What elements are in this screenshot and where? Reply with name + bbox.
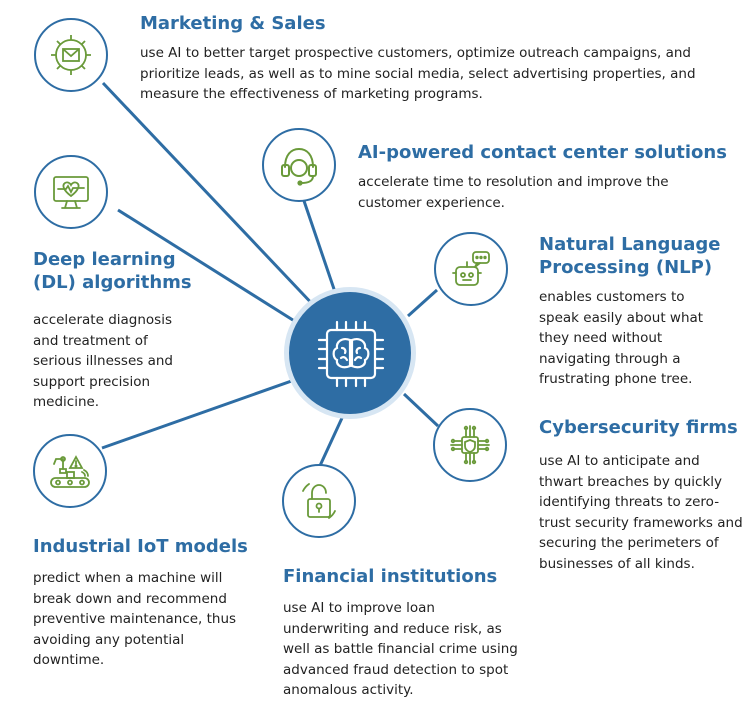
deep-learning-title-line: Deep learning <box>33 249 176 270</box>
deep-learning-line: accelerate diagnosis <box>33 312 172 328</box>
marketing-line: measure the effectiveness of marketing p… <box>140 86 483 102</box>
nlp-line: speak easily about what <box>539 309 704 326</box>
cybersecurity-line: securing the perimeters of <box>539 535 719 551</box>
marketing-description: use AI to better target prospective cust… <box>140 43 696 105</box>
marketing-line: prioritize leads, as well as to mine soc… <box>140 65 696 82</box>
industrial-iot-line: break down and recommend <box>33 590 227 607</box>
heart-monitor-icon <box>53 176 89 209</box>
marketing-line: use AI to better target prospective cust… <box>140 45 691 61</box>
industrial-iot-line: predict when a machine will <box>33 570 223 586</box>
cybersecurity-line: identifying threats to zero- <box>539 494 720 510</box>
contact-center-line: customer experience. <box>358 194 505 211</box>
node-deep-learning <box>34 155 108 229</box>
nlp-line: enables customers to <box>539 289 685 305</box>
connector-nlp <box>406 288 439 318</box>
deep-learning-line: and treatment of <box>33 332 148 349</box>
cybersecurity-line: trust security frameworks and <box>539 514 743 531</box>
contact-center-description: accelerate time to resolution and improv… <box>358 172 669 213</box>
cybersecurity-line: thwart breaches by quickly <box>539 473 723 490</box>
deep-learning-description: accelerate diagnosis and treatment of se… <box>33 310 173 413</box>
node-industrial-iot <box>33 434 107 508</box>
nlp-line: frustrating phone tree. <box>539 371 693 387</box>
nlp-line: navigating through a <box>539 350 681 367</box>
connector-cybersecurity <box>402 392 440 428</box>
node-financial <box>282 464 356 538</box>
marketing-title: Marketing & Sales <box>140 13 326 34</box>
connector-marketing <box>101 81 320 312</box>
connector-industrial-iot <box>101 376 301 450</box>
node-contact-center <box>262 128 336 202</box>
padlock-icon <box>302 483 336 519</box>
financial-line: use AI to improve loan <box>283 600 435 616</box>
contact-center-line: accelerate time to resolution and improv… <box>358 174 669 190</box>
ai-brain-chip-icon <box>317 320 385 388</box>
cybersecurity-title: Cybersecurity firms <box>539 417 738 438</box>
chatbot-icon <box>452 251 490 286</box>
cybersecurity-line: use AI to anticipate and <box>539 453 700 469</box>
financial-line: advanced fraud detection to spot <box>283 661 509 678</box>
financial-description: use AI to improve loan underwriting and … <box>283 598 518 701</box>
deep-learning-line: serious illnesses and <box>33 353 173 369</box>
industrial-iot-line: avoiding any potential <box>33 631 185 648</box>
financial-line: anomalous activity. <box>283 682 414 698</box>
deep-learning-title: Deep learning (DL) algorithms <box>33 248 192 294</box>
financial-title: Financial institutions <box>283 566 498 587</box>
robot-arm-conveyor-icon <box>50 455 90 488</box>
envelope-gear-icon <box>51 35 91 75</box>
industrial-iot-line: downtime. <box>33 652 105 668</box>
financial-line: well as battle financial crime using <box>283 641 518 657</box>
deep-learning-line: support precision <box>33 373 151 390</box>
deep-learning-title-line: (DL) algorithms <box>33 272 192 293</box>
headset-icon <box>281 147 317 186</box>
nlp-title: Natural Language Processing (NLP) <box>539 233 720 279</box>
industrial-iot-title: Industrial IoT models <box>33 536 248 557</box>
nlp-title-line: Processing (NLP) <box>539 257 713 278</box>
node-cybersecurity <box>433 408 507 482</box>
connector-contact-center <box>300 194 337 293</box>
connector-deep-learning <box>117 208 297 324</box>
industrial-iot-description: predict when a machine will break down a… <box>33 568 236 671</box>
hub-ai-chip <box>284 287 416 419</box>
cybersecurity-line: businesses of all kinds. <box>539 555 695 572</box>
nlp-title-line: Natural Language <box>539 234 721 255</box>
nlp-description: enables customers to speak easily about … <box>539 287 703 390</box>
financial-line: underwriting and reduce risk, as <box>283 620 502 637</box>
nlp-line: they need without <box>539 330 663 346</box>
connector-financial <box>316 417 344 471</box>
deep-learning-line: medicine. <box>33 394 100 410</box>
node-marketing <box>34 18 108 92</box>
cybersecurity-description: use AI to anticipate and thwart breaches… <box>539 451 743 574</box>
industrial-iot-line: preventive maintenance, thus <box>33 611 237 627</box>
node-nlp <box>434 232 508 306</box>
contact-center-title: AI-powered contact center solutions <box>358 142 727 163</box>
shield-circuit-icon <box>450 425 490 465</box>
